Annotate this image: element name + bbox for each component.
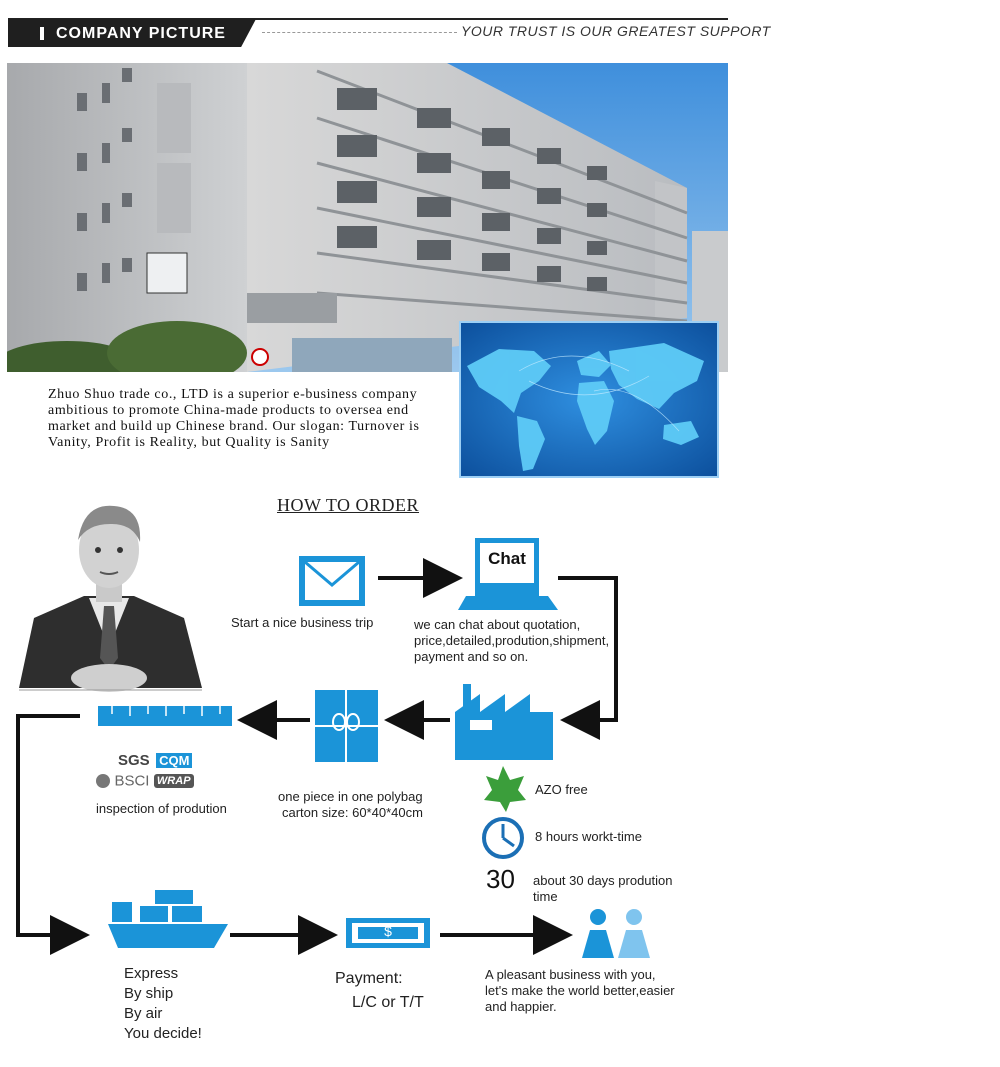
header-dash-divider — [262, 32, 457, 33]
polybag-line: carton size: 60*40*40cm — [282, 805, 423, 820]
laptop-chat-icon — [458, 538, 558, 610]
business-line: and happier. — [485, 999, 557, 1014]
work-hours-label: 8 hours workt-time — [535, 829, 642, 844]
bsci-logo: BSCI — [114, 772, 150, 790]
inspection-logos: SGS CQM BSCI WRAP — [96, 752, 228, 792]
cargo-ship-icon — [108, 890, 228, 948]
gift-box-icon — [315, 690, 378, 762]
clock-icon — [482, 817, 524, 859]
money-symbol: $ — [384, 923, 392, 939]
shipping-line: Express — [124, 965, 179, 982]
production-days-label: about 30 days prodution time — [533, 873, 673, 905]
azo-free-label: AZO free — [535, 782, 588, 797]
cqm-logo: CQM — [156, 753, 193, 768]
business-line: A pleasant business with you, — [485, 967, 656, 982]
polybag-label: one piece in one polybag carton size: 60… — [278, 789, 423, 821]
inspection-label: inspection of prodution — [96, 801, 227, 816]
payment-title: Payment: — [335, 970, 403, 987]
businessman-photo — [14, 498, 204, 698]
chat-line: price,detailed,prodution,shipment, — [414, 633, 610, 648]
shipping-line: You decide! — [124, 1025, 202, 1042]
header-rule — [8, 18, 728, 20]
sgs-cqm-logos: SGS CQM — [118, 752, 228, 772]
days-line: time — [533, 889, 558, 904]
people-icon — [582, 909, 650, 958]
money-bill-icon — [346, 918, 430, 948]
chat-icon-label: Chat — [488, 549, 526, 568]
chat-line: payment and so on. — [414, 649, 529, 664]
business-message: A pleasant business with you, let's make… — [485, 967, 675, 1015]
ruler-icon — [98, 706, 232, 726]
company-description: Zhuo Shuo trade co., LTD is a superior e… — [48, 387, 420, 450]
header-bar-icon — [40, 27, 44, 40]
globe-icon — [96, 773, 110, 788]
how-to-order-title: HOW TO ORDER — [277, 495, 420, 515]
chat-line: we can chat about quotation, — [414, 617, 581, 632]
header-tab — [8, 19, 256, 47]
shipping-line: By air — [124, 1005, 163, 1022]
wrap-logo: WRAP — [153, 773, 194, 788]
payment-methods: L/C or T/T — [352, 994, 424, 1011]
shipping-options: Express By ship By air You decide! — [124, 964, 202, 1044]
shipping-line: By ship — [124, 985, 174, 1002]
days-line: about 30 days prodution — [533, 873, 673, 888]
section-title: COMPANY PICTURE — [56, 25, 226, 42]
company-building-photo — [7, 63, 728, 372]
production-days-number: 30 — [486, 864, 515, 894]
leaf-icon — [484, 766, 526, 812]
step-chat-label: we can chat about quotation, price,detai… — [414, 617, 609, 665]
polybag-line: one piece in one polybag — [278, 789, 423, 804]
step-start-label: Start a nice business trip — [231, 615, 374, 630]
business-line: let's make the world better,easier — [485, 983, 675, 998]
header-slogan: YOUR TRUST IS OUR GREATEST SUPPORT — [461, 23, 771, 39]
sgs-logo: SGS — [118, 752, 150, 769]
envelope-icon — [299, 556, 365, 606]
factory-icon — [455, 684, 553, 760]
bsci-wrap-logos: BSCI WRAP — [96, 772, 228, 792]
world-map-image — [459, 321, 719, 478]
